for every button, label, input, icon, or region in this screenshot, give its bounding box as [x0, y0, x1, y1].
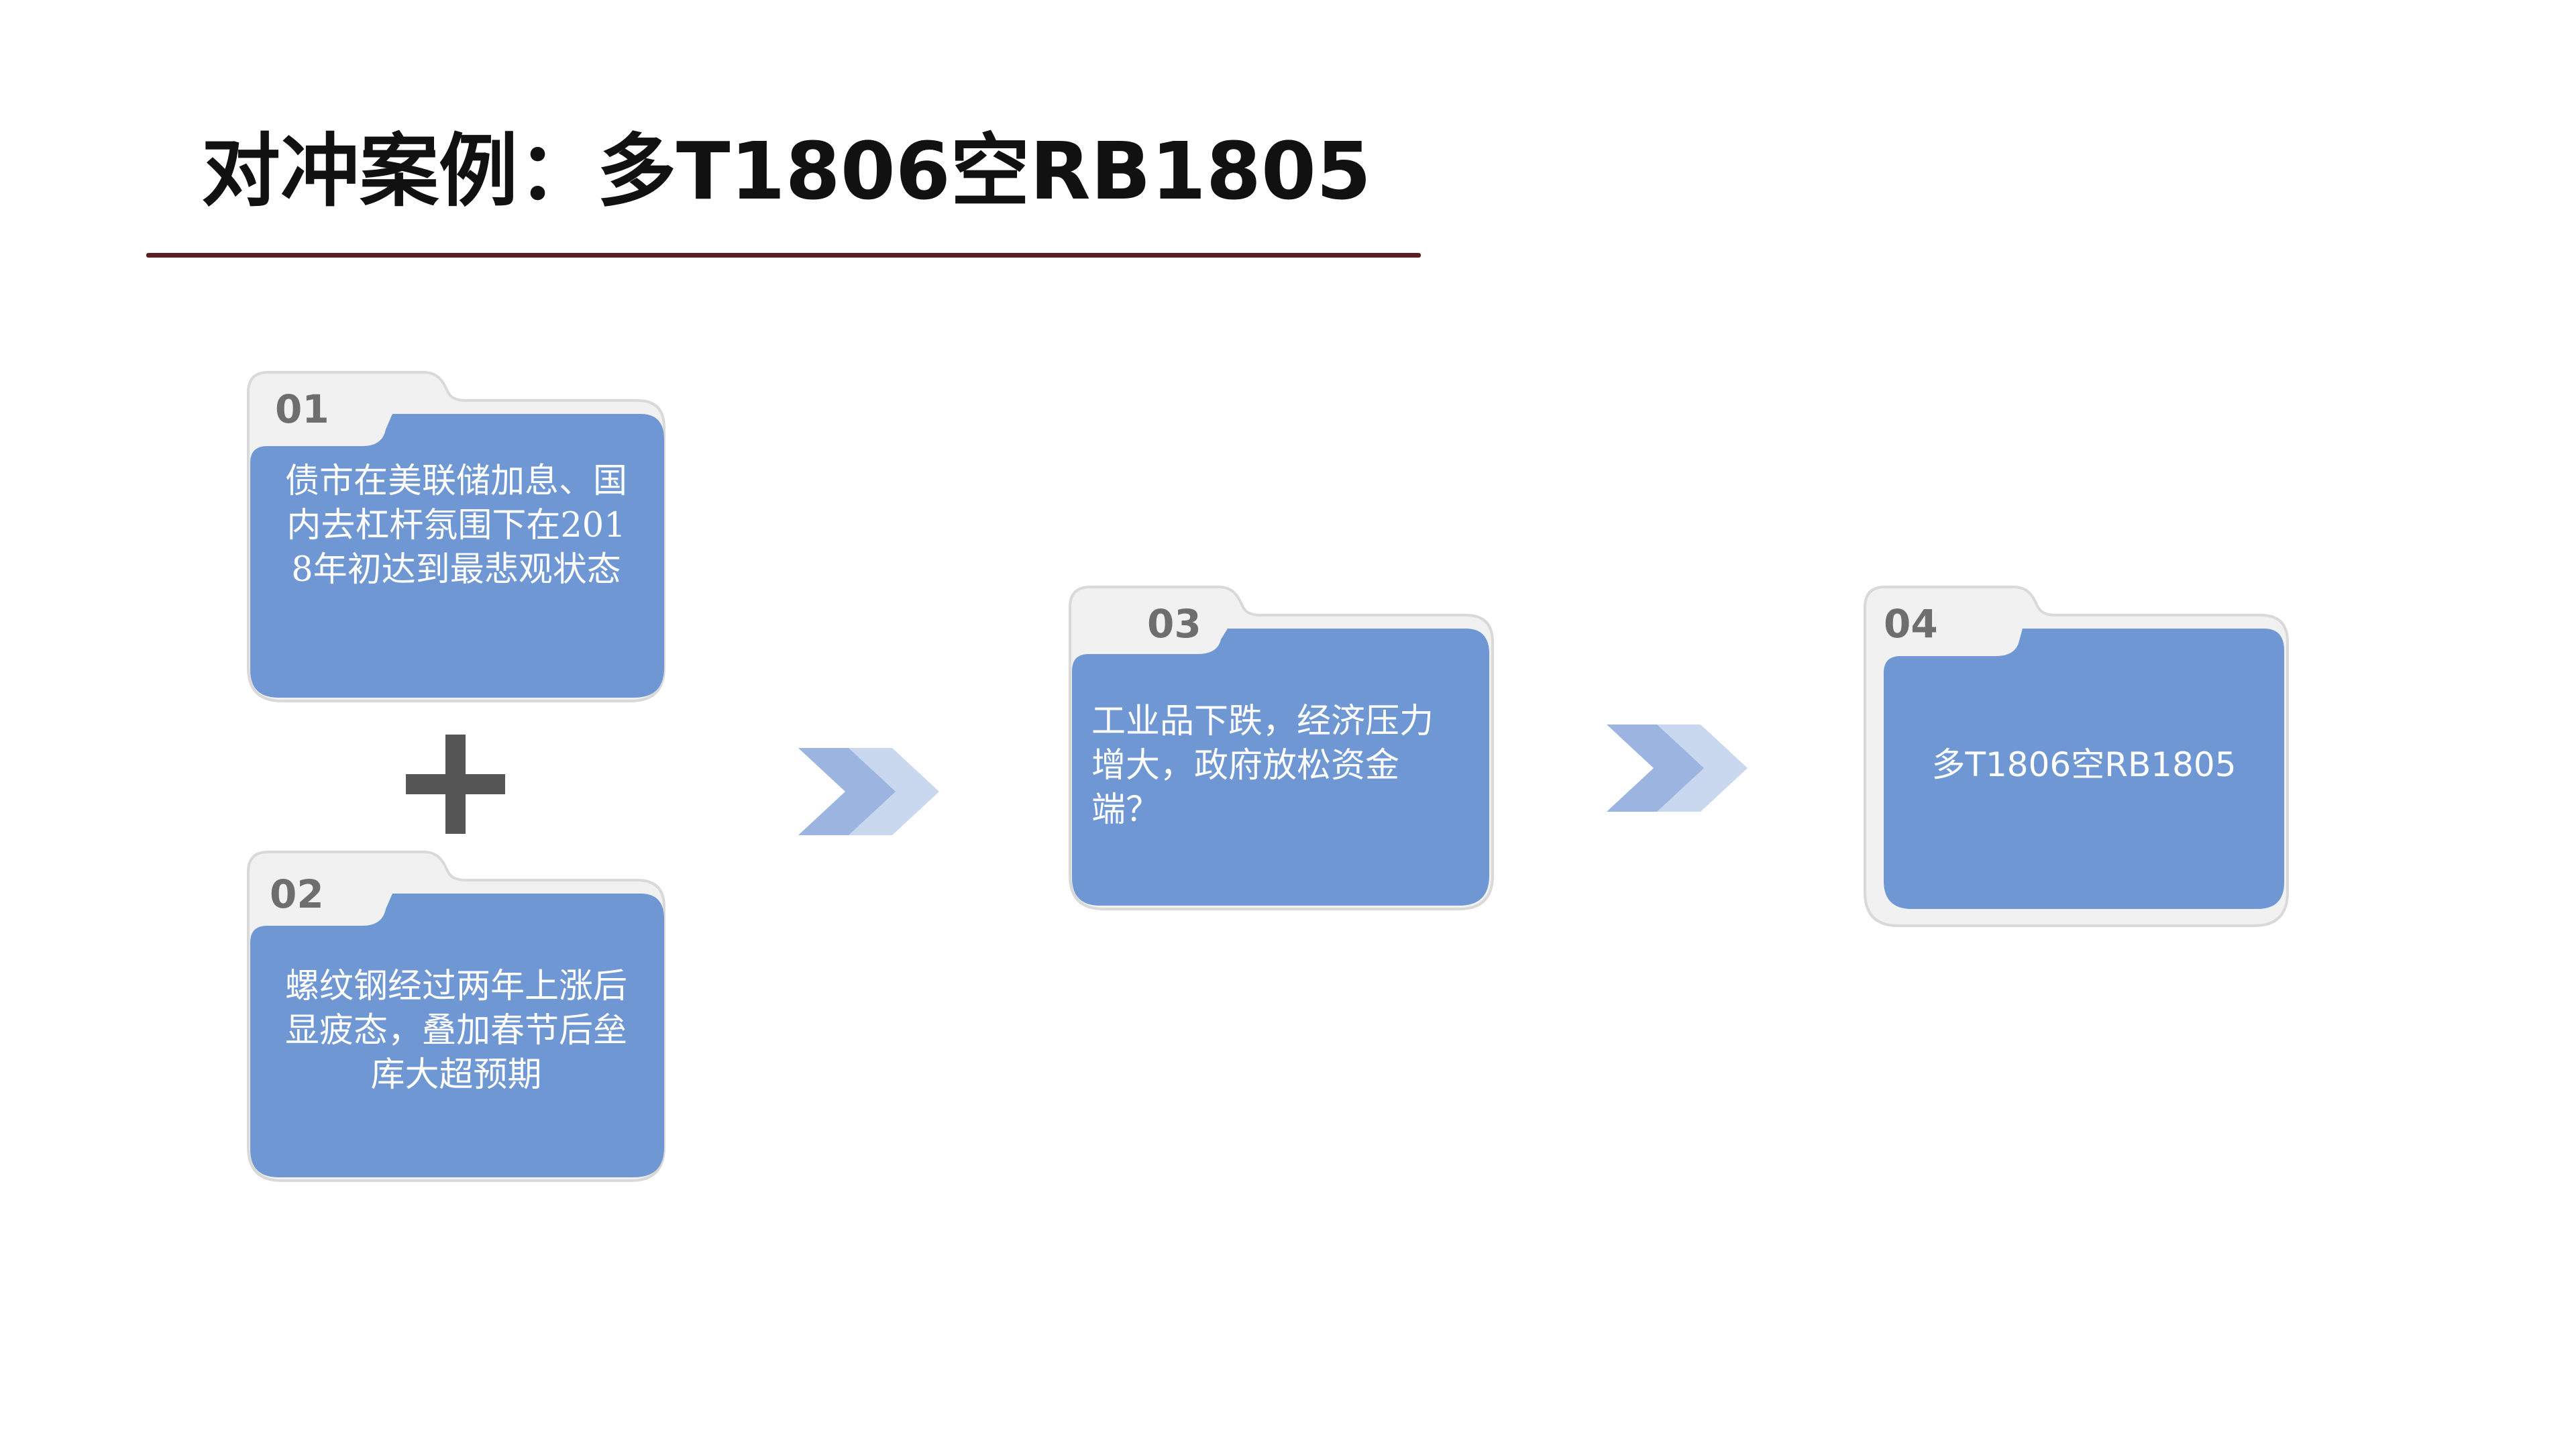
step-text-02: 螺纹钢经过两年上涨后显疲态，叠加春节后垒库大超预期 — [284, 967, 627, 1095]
step-text-04: 多T1806空RB1805 — [1931, 745, 2237, 784]
step-folder-02: 02 螺纹钢经过两年上涨后显疲态，叠加春节后垒库大超预期 — [247, 851, 665, 1182]
folder-shape — [247, 851, 665, 1182]
plus-icon — [406, 735, 505, 834]
step-number-03: 03 — [1147, 601, 1201, 647]
folder-shape — [247, 371, 665, 702]
double-chevron-right-icon — [798, 748, 939, 835]
title-underline — [146, 253, 1421, 258]
step-folder-01: 01 债市在美联储加息、国内去杠杆氛围下在2018年初达到最悲观状态 — [247, 371, 665, 702]
slide-title: 对冲案例：多T1806空RB1805 — [201, 125, 1372, 217]
step-number-04: 04 — [1884, 601, 1938, 647]
step-text-01: 债市在美联储加息、国内去杠杆氛围下在2018年初达到最悲观状态 — [284, 462, 627, 590]
step-folder-03: 03 工业品下跌，经济压力增大，政府放松资金端？ — [1069, 586, 1494, 910]
step-number-01: 01 — [275, 386, 329, 432]
step-folder-04: 04 多T1806空RB1805 — [1864, 586, 2289, 927]
step-number-02: 02 — [270, 871, 324, 917]
folder-shape — [1864, 586, 2289, 927]
double-chevron-right-icon — [1607, 724, 1748, 812]
step-text-03: 工业品下跌，经济压力增大，政府放松资金端？ — [1091, 702, 1434, 830]
folder-shape — [1069, 586, 1494, 910]
